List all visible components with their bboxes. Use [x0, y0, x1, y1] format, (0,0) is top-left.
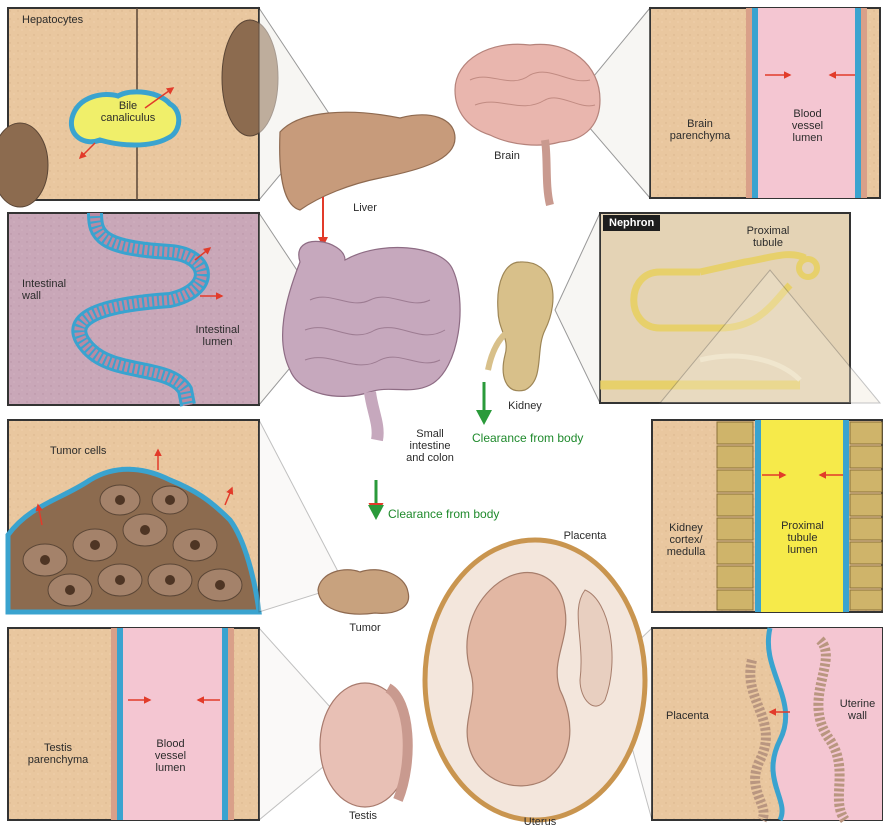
intestine-shape — [283, 241, 460, 440]
brain-shape — [455, 44, 600, 205]
kidney-cortex-label: Kidney cortex/ medulla — [655, 522, 717, 558]
testis-shape — [320, 683, 410, 807]
placenta-panel — [652, 628, 882, 820]
tumor-cells-title: Tumor cells — [50, 445, 106, 457]
kidney-cortex-panel — [652, 420, 882, 612]
placenta-panel-label: Placenta — [666, 710, 709, 722]
brain-label: Brain — [482, 150, 532, 162]
proximal-tubule-label: Proximal tubule — [728, 225, 808, 249]
bile-canaliculus-label: Bile canaliculus — [88, 100, 168, 124]
hepatocytes-title: Hepatocytes — [22, 14, 83, 26]
testis-panel — [8, 628, 259, 820]
intestine-panel — [8, 213, 259, 405]
intestine-label: Small intestine and colon — [395, 428, 465, 464]
brain-panel — [650, 8, 880, 198]
testis-label: Testis — [338, 810, 388, 822]
uterine-wall-label: Uterine wall — [830, 698, 885, 722]
tubule-lumen-label: Proximal tubule lumen — [765, 520, 840, 556]
brain-vessel-lumen-label: Blood vessel lumen — [770, 108, 845, 144]
testis-parenchyma-label: Testis parenchyma — [18, 742, 98, 766]
tumor-shape — [318, 570, 409, 614]
liver-label: Liver — [335, 202, 395, 214]
tumor-label: Tumor — [340, 622, 390, 634]
kidney-shape — [488, 262, 553, 391]
tumor-panel — [8, 420, 259, 612]
testis-vessel-lumen-label: Blood vessel lumen — [133, 738, 208, 774]
nephron-tag: Nephron — [603, 215, 660, 231]
placenta-label: Placenta — [555, 530, 615, 542]
intestine-clearance-label: Clearance from body — [388, 508, 499, 520]
kidney-label: Kidney — [500, 400, 550, 412]
kidney-clearance-label: Clearance from body — [472, 432, 583, 444]
uterus-shape — [425, 540, 645, 820]
intestinal-wall-label: Intestinal wall — [22, 278, 66, 302]
brain-parenchyma-label: Brain parenchyma — [660, 118, 740, 142]
intestinal-lumen-label: Intestinal lumen — [180, 324, 255, 348]
uterus-label: Uterus — [510, 816, 570, 828]
liver-shape — [280, 112, 455, 210]
